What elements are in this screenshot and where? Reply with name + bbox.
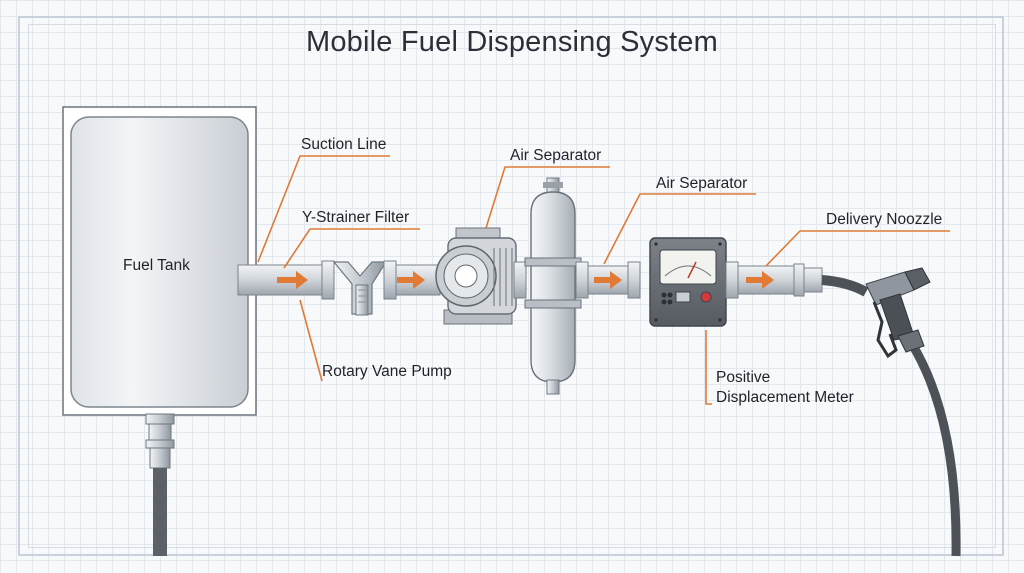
delivery-nozzle	[865, 267, 931, 359]
flow-arrow	[277, 271, 308, 289]
leader-meter	[705, 330, 712, 405]
leader-air-separator-right	[603, 193, 756, 265]
meter-to-nozzle-pipe	[725, 261, 823, 299]
label-air-separator-top: Air Separator	[510, 147, 602, 164]
flow-arrow	[397, 271, 425, 289]
leader-nozzle	[765, 230, 950, 267]
flow-arrow	[594, 271, 622, 289]
label-delivery-nozzle: Delivery Noozzle	[826, 211, 943, 228]
flow-arrow	[746, 271, 774, 289]
diagram-title: Mobile Fuel Dispensing System	[306, 26, 718, 58]
positive-displacement-meter	[649, 237, 727, 327]
leader-y-strainer	[283, 228, 420, 269]
leader-air-separator-top	[485, 166, 610, 229]
fuel-tank	[62, 106, 257, 416]
leader-suction-line	[257, 155, 390, 263]
air-separator-vessel	[524, 177, 582, 395]
leader-lines	[257, 155, 950, 405]
label-meter-line2: Displacement Meter	[716, 389, 854, 406]
tank-drain-outlet	[145, 413, 175, 556]
label-fuel-tank: Fuel Tank	[123, 257, 190, 274]
label-y-strainer: Y-Strainer Filter	[302, 209, 410, 226]
label-rotary-vane-pump: Rotary Vane Pump	[322, 363, 452, 380]
rotary-vane-pump	[435, 227, 527, 325]
label-meter-line1: Positive	[716, 369, 771, 386]
inner-frame	[28, 24, 996, 548]
y-strainer-filter	[332, 261, 388, 316]
label-air-separator-right: Air Separator	[656, 175, 748, 192]
delivery-hose	[821, 275, 961, 557]
leader-rotary-pump	[299, 299, 323, 382]
outer-frame	[18, 16, 1004, 556]
label-suction-line: Suction Line	[301, 136, 387, 153]
